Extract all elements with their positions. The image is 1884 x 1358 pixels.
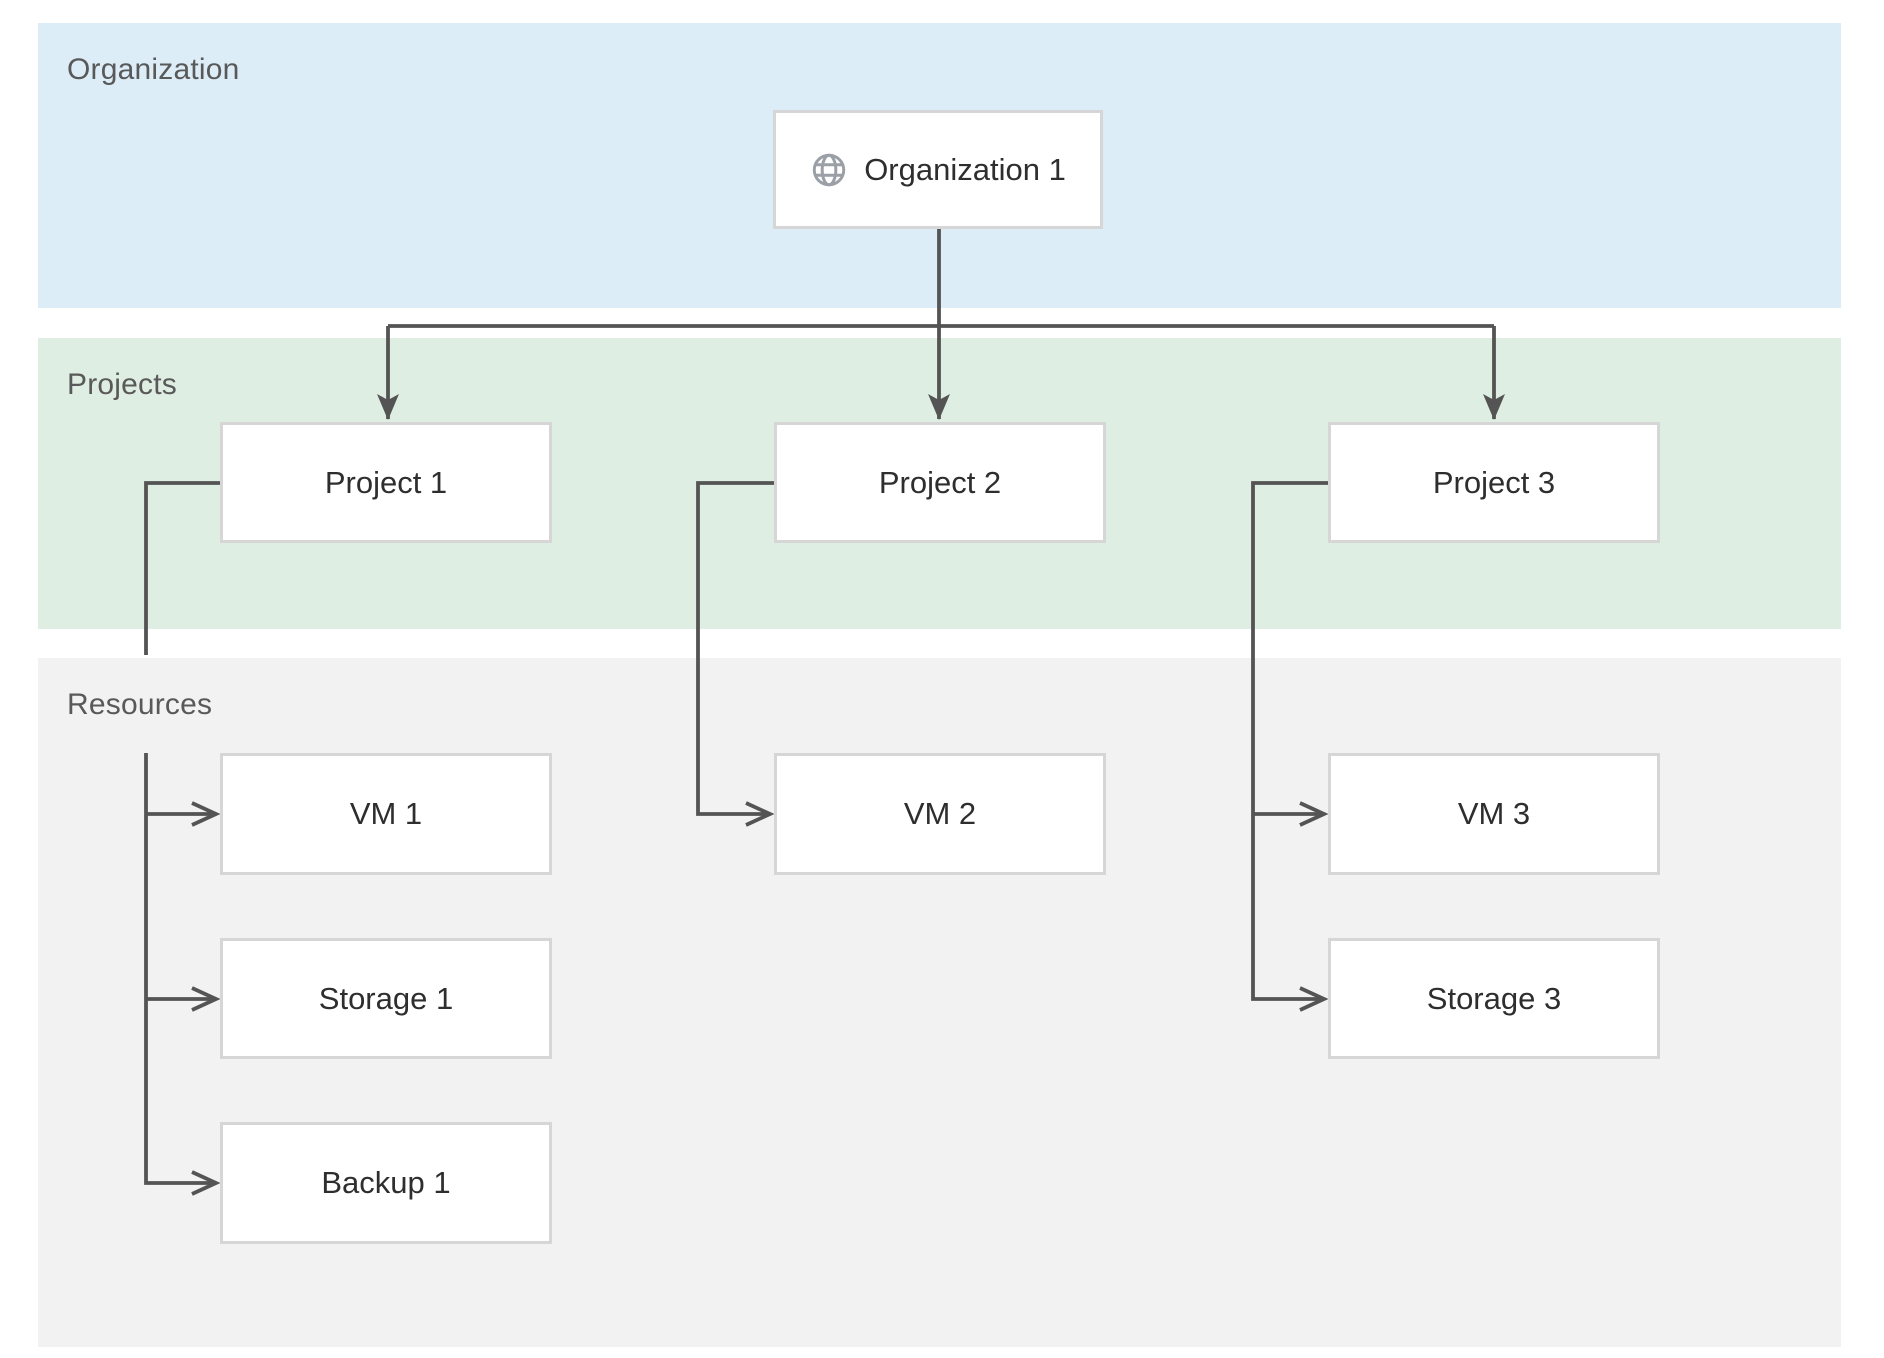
node-vm-3[interactable]: VM 3 [1328,753,1660,875]
node-label: VM 1 [349,796,423,831]
globe-icon [810,151,848,189]
node-storage-3[interactable]: Storage 3 [1328,938,1660,1059]
node-label: Project 1 [324,464,448,500]
node-project-1[interactable]: Project 1 [220,422,552,543]
projects-band-label: Projects [67,368,177,401]
node-label: Storage 1 [318,980,454,1016]
node-vm-2[interactable]: VM 2 [774,753,1106,875]
node-label: Organization 1 [864,151,1066,187]
node-label: Project 3 [1432,464,1556,500]
node-label: VM 3 [1457,796,1531,831]
node-label: Project 2 [878,464,1002,500]
organization-band-label: Organization [67,53,240,86]
node-storage-1[interactable]: Storage 1 [220,938,552,1059]
node-backup-1[interactable]: Backup 1 [220,1122,552,1244]
resources-band-label: Resources [67,688,213,721]
node-project-3[interactable]: Project 3 [1328,422,1660,543]
node-vm-1[interactable]: VM 1 [220,753,552,875]
node-project-2[interactable]: Project 2 [774,422,1106,543]
node-label: Backup 1 [321,1165,451,1200]
node-organization-1[interactable]: Organization 1 [773,110,1103,229]
node-label: VM 2 [903,796,977,831]
node-label: Storage 3 [1426,980,1562,1016]
